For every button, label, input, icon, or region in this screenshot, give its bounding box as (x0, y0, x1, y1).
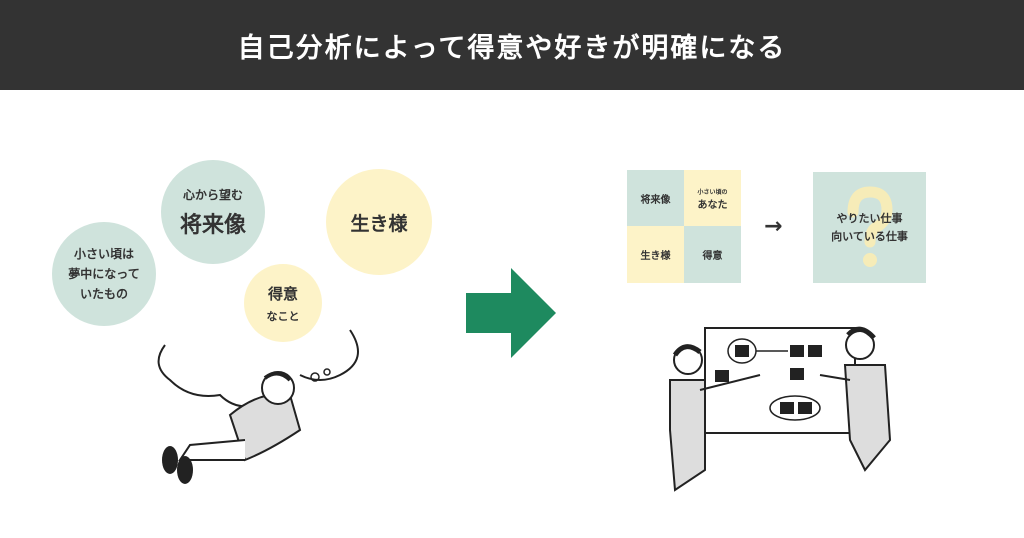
whiteboard-team-illustration (669, 326, 892, 492)
puzzle-sublabel: 小さい頃の (697, 188, 728, 196)
bubble-text: 得意 (267, 284, 298, 303)
bubble-subtext: 心から望む (182, 187, 243, 202)
puzzle-label: あなた (697, 199, 728, 211)
puzzle-label: 将来像 (640, 195, 671, 206)
right-arrow-icon (466, 268, 556, 358)
puzzle-piece-lifestyle: 生き様 (627, 226, 684, 283)
bubble-text: 夢中になって (68, 267, 140, 281)
bubble-text: いたもの (79, 287, 128, 301)
thinking-person-illustration (157, 329, 359, 484)
puzzle-piece-childhood: 小さい頃のあなた (684, 170, 741, 227)
bubble-text: 小さい頃は (73, 247, 134, 261)
bubble-lifestyle: 生き様 (326, 169, 432, 275)
puzzle-piece-strength: 得意 (684, 226, 741, 283)
header-banner: 自己分析によって得意や好きが明確になる (0, 0, 1024, 90)
bubble-strength: 得意 なこと (244, 264, 322, 342)
puzzle-label: 生き様 (640, 251, 671, 262)
result-text: やりたい仕事 (836, 211, 903, 225)
bubble-text: 生き様 (350, 212, 408, 235)
bubble-future: 心から望む 将来像 (161, 160, 265, 264)
result-text: 向いている仕事 (831, 229, 908, 243)
page-title: 自己分析によって得意や好きが明確になる (237, 32, 787, 64)
bubble-childhood: 小さい頃は 夢中になって いたもの (52, 222, 156, 326)
bubble-subtext: なこと (266, 309, 300, 323)
bubble-text: 将来像 (179, 212, 246, 238)
question-mark-icon (847, 186, 893, 267)
result-card: やりたい仕事 向いている仕事 (813, 172, 926, 283)
puzzle-label: 得意 (702, 251, 723, 262)
small-arrow-icon: → (764, 214, 783, 239)
puzzle-graphic: 将来像 小さい頃のあなた 生き様 得意 (627, 170, 741, 283)
puzzle-piece-future: 将来像 (627, 170, 684, 227)
